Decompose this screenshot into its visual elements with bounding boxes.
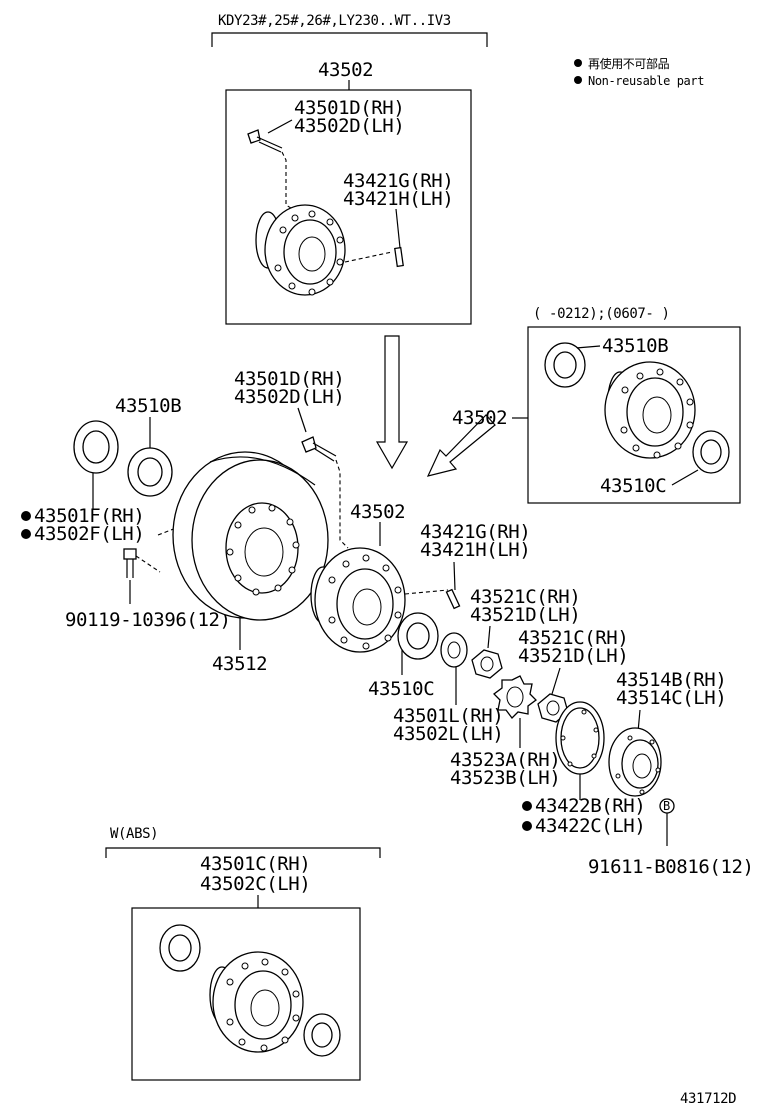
main-bolt-cap-label[interactable]: 91611-B0816(12)	[588, 856, 754, 878]
hub-pin-icon	[394, 246, 404, 268]
abs-bearing-inner-icon	[303, 1013, 341, 1057]
main-nut1-leader	[487, 625, 491, 649]
non-reusable-dot-icon	[574, 76, 582, 84]
main-gasket-lh-label[interactable]: 43422C(LH)	[535, 815, 646, 837]
header-bracket	[211, 32, 488, 47]
main-nut1-icon	[471, 649, 503, 679]
right-bearing-inner-leader	[671, 469, 699, 486]
legend-en: Non-reusable part	[588, 74, 704, 88]
legend-jp: 再使用不可部品	[588, 56, 670, 71]
top-pin-dashed-path	[344, 251, 393, 263]
right-bearing-inner-label[interactable]: 43510C	[600, 475, 667, 497]
main-bearing-outer-label[interactable]: 43510B	[115, 395, 182, 417]
main-pin-leader	[453, 561, 456, 591]
main-pin-dashed-path	[404, 589, 449, 595]
main-cap-rh-label[interactable]: 43514B(RH)	[616, 669, 727, 691]
model-header: KDY23#,25#,26#,LY230..WT..IV3	[218, 13, 451, 29]
main-nut1-lh-label[interactable]: 43521D(LH)	[470, 604, 581, 626]
seal-rh-non-reusable-icon	[21, 511, 31, 521]
main-washer-icon	[440, 632, 468, 668]
main-nut1-rh-label[interactable]: 43521C(RH)	[470, 586, 581, 608]
abs-assembly-box	[131, 907, 361, 1081]
top-pin-lh-label[interactable]: 43421H(LH)	[343, 188, 454, 210]
abs-bearing-outer-icon	[159, 924, 201, 972]
alternate-assembly-arrow-icon	[426, 414, 496, 477]
main-bolt-rh-label[interactable]: 43501D(RH)	[234, 368, 345, 390]
main-seal-rh-label[interactable]: 43501F(RH)	[34, 505, 145, 527]
top-pin-leader	[395, 208, 401, 249]
main-lockwasher-rh-label[interactable]: 43523A(RH)	[450, 749, 561, 771]
right-hub-icon	[604, 361, 696, 459]
main-bolt-icon	[301, 436, 337, 462]
abs-header: W(ABS)	[110, 826, 158, 842]
right-bearing-outer-leader	[575, 345, 601, 349]
main-washer-rh-label[interactable]: 43501L(RH)	[393, 705, 504, 727]
main-gasket-icon	[555, 701, 605, 775]
abs-hub-icon	[209, 951, 304, 1053]
main-pin-rh-label[interactable]: 43421G(RH)	[420, 521, 531, 543]
main-nut2-leader	[551, 667, 561, 695]
main-disc-label[interactable]: 43512	[212, 653, 268, 675]
right-date-range: ( -0212);(0607- )	[533, 306, 670, 322]
assembly-down-arrow-icon	[375, 335, 409, 470]
top-bolt-rh-label[interactable]: 43501D(RH)	[294, 97, 405, 119]
main-washer-lh-label[interactable]: 43502L(LH)	[393, 723, 504, 745]
main-seal-icon	[73, 420, 119, 474]
assembly-top-label[interactable]: 43502	[318, 59, 374, 81]
main-hub-cap-icon	[608, 727, 662, 797]
main-nut2-icon	[537, 693, 569, 723]
abs-bracket	[105, 847, 381, 858]
hub-bolt-icon	[247, 129, 283, 153]
hub-top-icon	[255, 204, 346, 296]
main-screw-icon	[123, 548, 137, 578]
main-cap-lh-label[interactable]: 43514C(LH)	[616, 687, 727, 709]
right-assembly-box	[527, 326, 741, 504]
main-bolt-dashed-path	[335, 459, 349, 549]
main-screw-dashed-path	[135, 555, 161, 573]
main-pin-icon	[445, 588, 461, 610]
main-bolt-lh-label[interactable]: 43502D(LH)	[234, 386, 345, 408]
bolt-cap-marker: B	[663, 799, 670, 813]
right-bearing-inner-icon	[692, 430, 730, 474]
right-bearing-outer-label[interactable]: 43510B	[602, 335, 669, 357]
main-nut2-rh-label[interactable]: 43521C(RH)	[518, 627, 629, 649]
main-pin-lh-label[interactable]: 43421H(LH)	[420, 539, 531, 561]
main-hub-icon	[310, 547, 406, 653]
right-assembly-label[interactable]: 43502	[452, 407, 508, 429]
main-bolt-leader	[297, 407, 307, 433]
main-screw-label[interactable]: 90119-10396(12)	[65, 609, 231, 631]
non-reusable-dot-icon	[574, 59, 582, 67]
figure-id: 431712D	[680, 1091, 736, 1107]
top-pin-rh-label[interactable]: 43421G(RH)	[343, 170, 454, 192]
top-bolt-dashed-path	[281, 151, 295, 211]
main-lockwasher-icon	[493, 675, 537, 719]
main-lockwasher-lh-label[interactable]: 43523B(LH)	[450, 767, 561, 789]
brake-disc-icon	[172, 451, 329, 621]
gasket-rh-non-reusable-icon	[522, 801, 532, 811]
gasket-lh-non-reusable-icon	[522, 821, 532, 831]
right-bearing-outer-icon	[544, 342, 586, 388]
main-nut2-lh-label[interactable]: 43521D(LH)	[518, 645, 629, 667]
top-bolt-leader	[267, 119, 293, 134]
abs-assembly-lh-label[interactable]: 43502C(LH)	[200, 873, 311, 895]
main-bearing-outer-icon	[127, 447, 173, 497]
main-gasket-rh-label[interactable]: 43422B(RH)	[535, 795, 646, 817]
abs-assembly-rh-label[interactable]: 43501C(RH)	[200, 853, 311, 875]
top-assembly-box	[225, 89, 472, 325]
main-hub-label[interactable]: 43502	[350, 501, 406, 523]
seal-lh-non-reusable-icon	[21, 529, 31, 539]
main-bearing-inner-icon	[397, 612, 439, 660]
top-bolt-lh-label[interactable]: 43502D(LH)	[294, 115, 405, 137]
main-bearing-inner-label[interactable]: 43510C	[368, 678, 435, 700]
main-seal-lh-label[interactable]: 43502F(LH)	[34, 523, 145, 545]
